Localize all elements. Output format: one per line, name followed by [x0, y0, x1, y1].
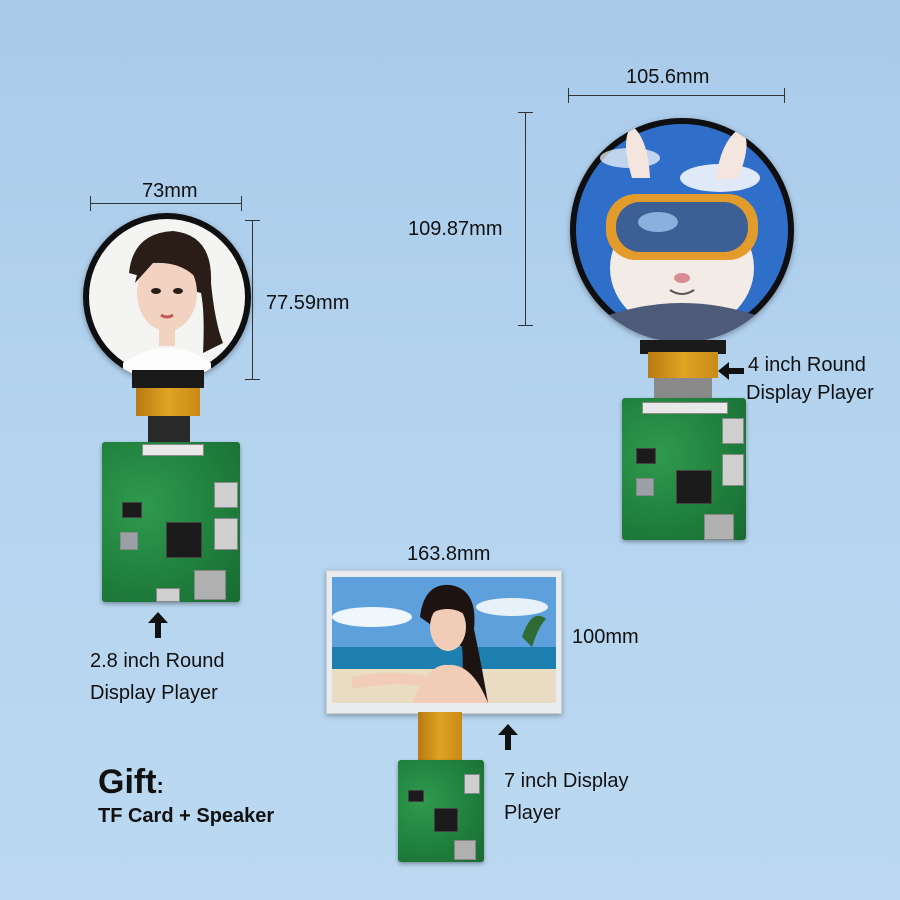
small-pcb-usb-port [156, 588, 180, 602]
small-pcb-sd-slot [194, 570, 226, 600]
small-round-title-line2: Display Player [90, 682, 218, 704]
large-pcb-usb-port [704, 514, 734, 540]
rect-pcb-board [398, 760, 484, 862]
large-fpc-connector [648, 352, 718, 378]
large-height-dimension-line [518, 112, 533, 326]
rect-title-line1: 7 inch Display [504, 770, 629, 792]
rect-pcb-sd-slot [454, 840, 476, 860]
up-arrow-icon [148, 612, 168, 643]
large-round-title-line2: Display Player [746, 382, 874, 404]
small-fpc-connector [136, 388, 200, 416]
rect-display [326, 570, 562, 714]
small-height-dimension-line [245, 220, 260, 380]
large-round-title-line1: 4 inch Round [748, 354, 866, 376]
beach-portrait-photo [332, 577, 556, 703]
up-arrow-icon [498, 724, 518, 755]
left-arrow-icon [718, 362, 744, 385]
large-pcb-main-chip [676, 470, 712, 504]
large-round-display [570, 118, 794, 342]
small-pcb-board [102, 442, 240, 602]
large-height-label: 109.87mm [408, 218, 503, 240]
small-width-dimension-line [90, 196, 242, 211]
gift-colon: : [156, 773, 164, 798]
large-width-label: 105.6mm [626, 66, 710, 88]
large-width-dimension-line [568, 88, 785, 103]
rect-fpc-connector [418, 712, 462, 768]
small-display-bezel-tab [132, 370, 204, 388]
small-pcb-main-chip [166, 522, 202, 558]
gift-title-text: Gift [98, 763, 157, 801]
large-display-bezel-tab [640, 340, 726, 354]
small-height-label: 77.59mm [266, 292, 350, 314]
rect-width-label: 163.8mm [407, 543, 491, 565]
portrait-photo [89, 219, 245, 381]
gift-items: TF Card + Speaker [98, 805, 275, 827]
gift-title: Gift: [98, 762, 164, 806]
rect-height-label: 100mm [572, 626, 639, 648]
rect-title-line2: Player [504, 802, 561, 824]
small-round-title-line1: 2.8 inch Round [90, 650, 225, 672]
rabbit-photo [576, 124, 788, 342]
large-pcb-board [622, 398, 746, 540]
small-round-display [83, 213, 251, 381]
rect-pcb-main-chip [434, 808, 458, 832]
small-width-label: 73mm [142, 180, 198, 202]
